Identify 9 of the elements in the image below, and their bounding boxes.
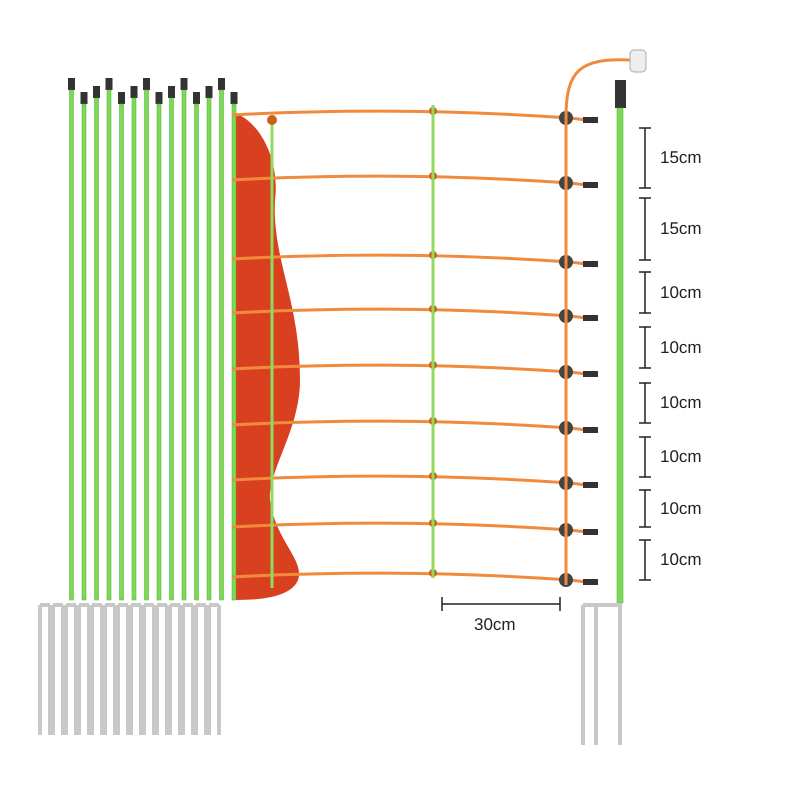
- dimension-label: 10cm: [660, 282, 702, 302]
- dimension-label: 10cm: [660, 393, 702, 413]
- dimension-label: 10cm: [660, 550, 702, 570]
- dimension-label: 10cm: [660, 338, 702, 358]
- dimension-label: 15cm: [660, 219, 702, 239]
- dimension-label: 15cm: [660, 148, 702, 168]
- dimension-label: 30cm: [474, 615, 516, 635]
- dimension-label: 10cm: [660, 498, 702, 518]
- dimension-label: 10cm: [660, 447, 702, 467]
